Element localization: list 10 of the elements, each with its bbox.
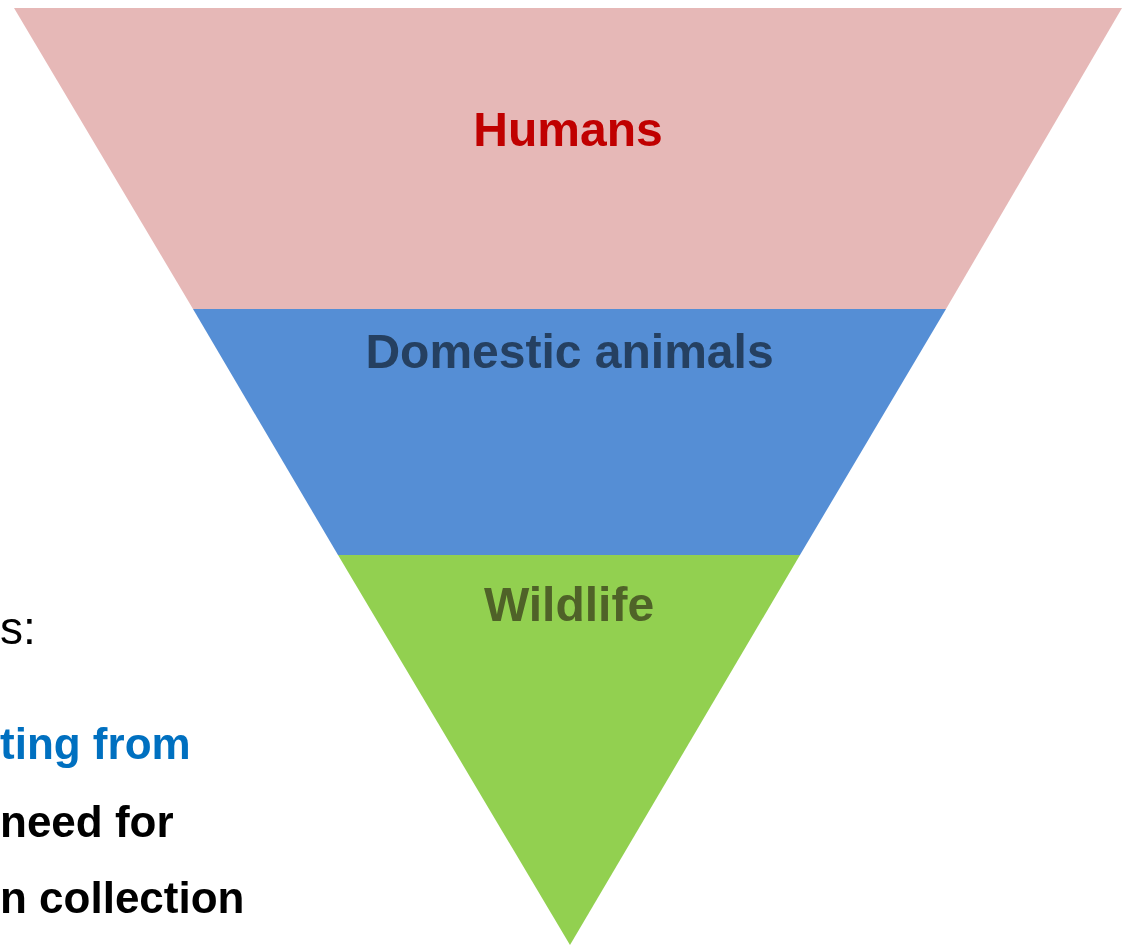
band-label: Domestic animals [365,324,774,380]
caption-fragment: n collection [0,872,245,924]
band-label: Humans [473,102,663,158]
caption-fragment: ting from [0,718,191,770]
top-band [14,8,1122,309]
caption-fragment: need for [0,796,174,848]
caption-fragment: s: [0,601,36,656]
bottom-triangle [338,555,800,945]
band-label: Wildlife [483,577,655,633]
middle-band [193,309,946,555]
